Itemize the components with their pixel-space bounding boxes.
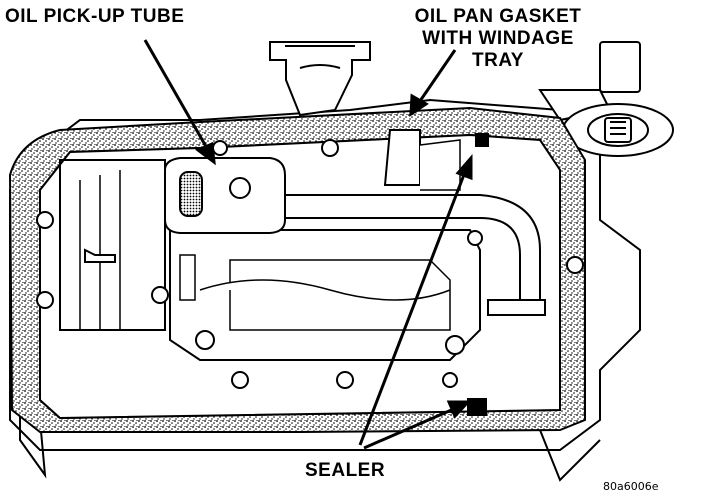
oil-pickup-tube [164, 157, 546, 316]
label-oil-pan-gasket-line2: WITH WINDAGE [422, 28, 574, 49]
label-oil-pickup-tube: OIL PICK-UP TUBE [5, 6, 185, 27]
upper-structure [269, 41, 371, 117]
windage-tray [39, 129, 561, 420]
label-oil-pan-gasket-line3: TRAY [472, 50, 524, 71]
sealer-spot-lower [467, 398, 487, 416]
figure-id: 80a6006e [603, 480, 659, 493]
leader-arrows [143, 39, 473, 450]
label-sealer: SEALER [305, 460, 386, 481]
label-oil-pan-gasket-line1: OIL PAN GASKET [414, 6, 582, 27]
sealer-spot-upper [475, 133, 489, 147]
label-oil-pan-gasket: OIL PAN GASKET WITH WINDAGE TRAY [398, 6, 598, 72]
pan-bolts [36, 139, 584, 389]
crank-pulley [538, 41, 674, 157]
